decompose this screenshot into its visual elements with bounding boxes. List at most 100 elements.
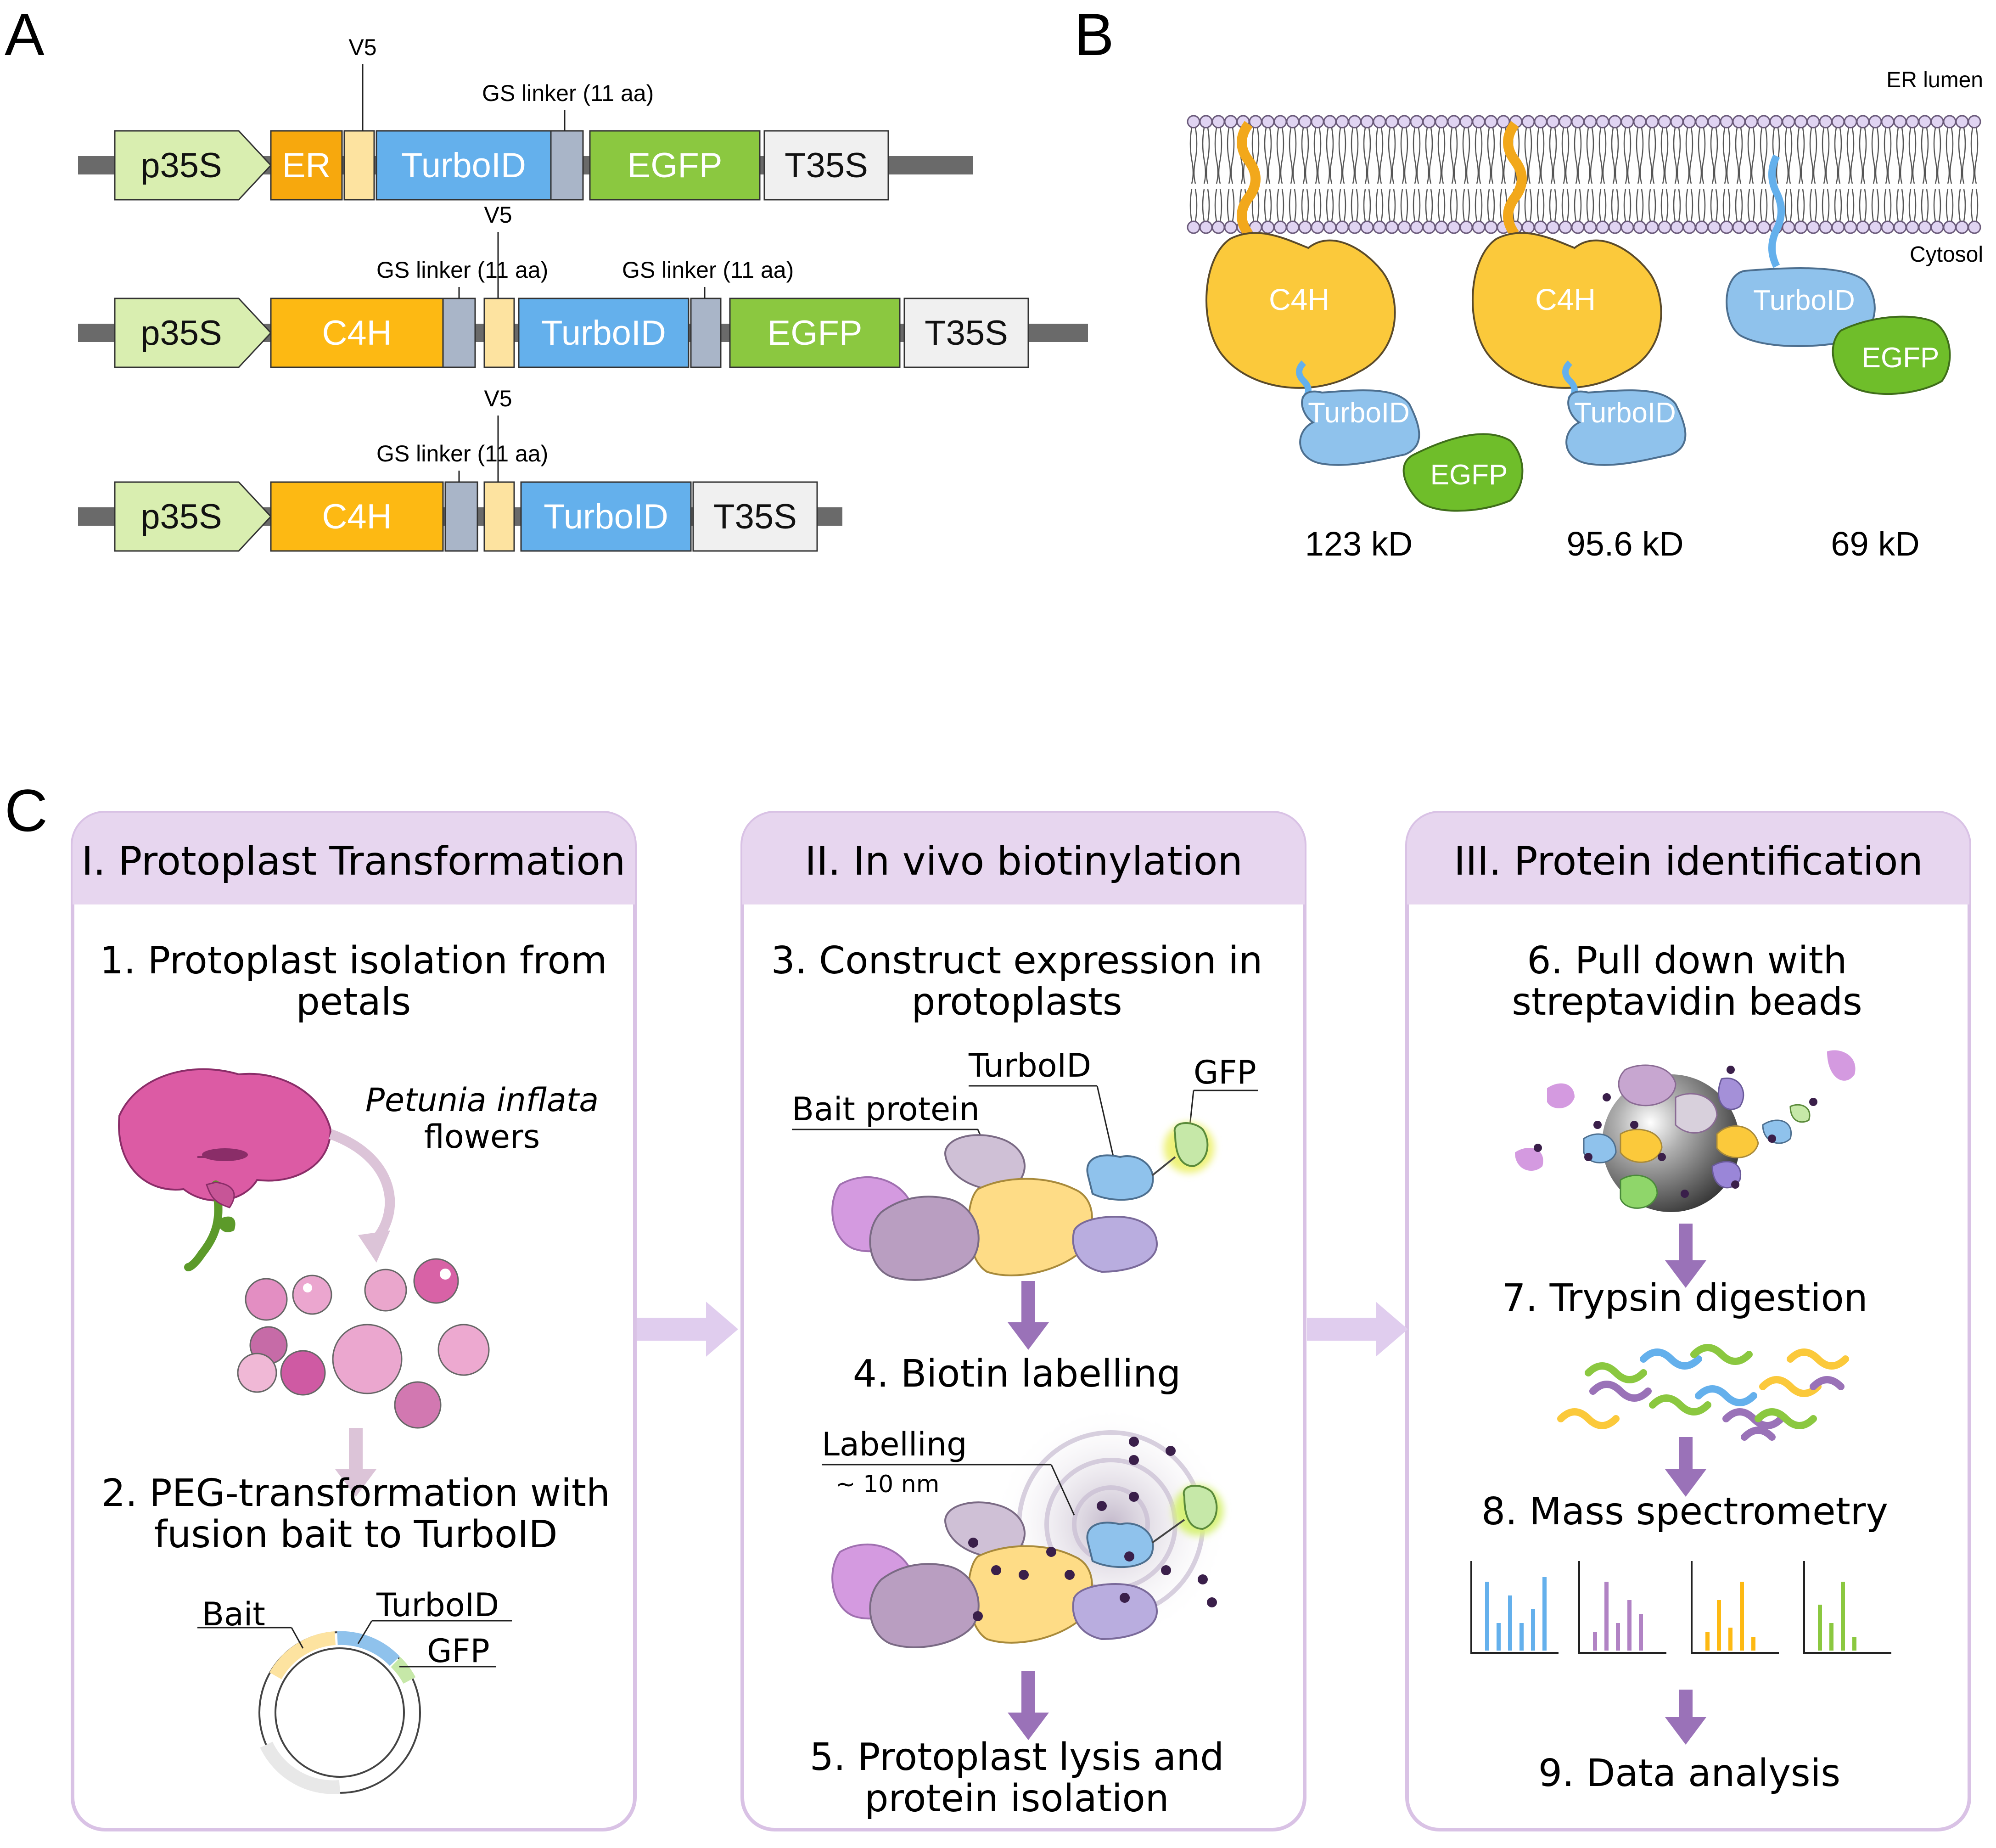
lipid-head-top [1707, 115, 1721, 129]
lipid-tail [1747, 127, 1752, 184]
lipid-head-top [1335, 115, 1349, 129]
v5-block [343, 130, 375, 201]
lipid-tail [1391, 127, 1396, 184]
lipid-tail [1528, 127, 1532, 184]
lipid-tail [1367, 127, 1371, 184]
lipid-head-top [1682, 115, 1696, 129]
lipid-tail [1809, 189, 1812, 222]
lipid-tail [1499, 127, 1504, 184]
spectrum-peak [1519, 1623, 1524, 1651]
lipid-head-top [1422, 115, 1436, 129]
label-bait-c2: Bait protein [792, 1090, 980, 1128]
annotation-label: GS linker (11 aa) [622, 257, 794, 283]
lipid-tail [1598, 127, 1603, 184]
lipid-head-top [1806, 115, 1820, 129]
complex-1 [792, 1085, 1258, 1281]
lipid-head-bottom [1707, 220, 1721, 234]
lipid-head-bottom [1559, 220, 1572, 234]
lipid-tail [1901, 189, 1904, 222]
term-label: T35S [785, 146, 868, 185]
lipid-head-bottom [1794, 220, 1808, 234]
lipid-tail [1615, 127, 1619, 184]
annotation-label: V5 [484, 386, 512, 411]
mass-label-3: 69 kD [1831, 525, 1919, 563]
lipid-tail [1453, 127, 1458, 184]
lipid-tail [1908, 127, 1913, 184]
lipid-tail [1368, 189, 1371, 222]
column-title-3: III. Protein identification [1454, 838, 1923, 884]
spectrum-peak [1705, 1632, 1710, 1651]
lipid-head-bottom [1782, 220, 1795, 234]
spectrum-peak [1728, 1628, 1732, 1651]
lipid-head-top [1224, 115, 1238, 129]
lipid-tail [1404, 127, 1408, 184]
lipid-tail [1413, 127, 1417, 184]
lipid-head-bottom [1286, 220, 1300, 234]
lipid-head-top [1447, 115, 1461, 129]
lipid-tail [1970, 189, 1974, 222]
lipid-tail [1938, 189, 1941, 222]
turbo-blob-1 [1299, 389, 1420, 466]
lipid-tail [1549, 189, 1552, 222]
egfp-label-1: EGFP [1430, 459, 1508, 491]
annotation-label: GS linker (11 aa) [376, 441, 548, 466]
promoter-label: p35S [140, 497, 222, 536]
turbo-block [520, 481, 692, 552]
step-7-8-arrow [1665, 1437, 1706, 1497]
lipid-tail [1689, 127, 1693, 184]
lipid-head-bottom [1844, 220, 1857, 234]
lipid-head-bottom [1596, 220, 1609, 234]
lipid-tail [1862, 127, 1867, 184]
egfp-block [589, 130, 761, 201]
column-title-2: II. In vivo biotinylation [805, 838, 1243, 884]
lipid-head-bottom [1695, 220, 1709, 234]
lipid-tail [1827, 189, 1830, 222]
lipid-tail [1611, 189, 1614, 222]
lipid-tail [1466, 127, 1470, 184]
lipid-tail [1305, 127, 1309, 184]
lipid-tail [1653, 189, 1656, 222]
lipid-head-bottom [1534, 220, 1547, 234]
lipid-head-top [1583, 115, 1597, 129]
lipid-tail [1437, 189, 1441, 222]
lipid-tail [1313, 127, 1318, 184]
lipid-head-bottom [1806, 220, 1820, 234]
lipid-head-top [1472, 115, 1486, 129]
protein-turbo-egfp: TurboID EGFP 69 kD [1726, 154, 1951, 563]
step-4-text: 4. Biotin labelling [853, 1352, 1181, 1396]
spectrum-peak [1508, 1595, 1512, 1651]
lipid-tail [1797, 127, 1801, 184]
step-1-line-1: 1. Protoplast isolation from [100, 939, 607, 983]
lipid-head-bottom [1968, 220, 1981, 234]
lipid-tail [1760, 127, 1764, 184]
lipid-tail [1441, 127, 1446, 184]
lipid-tail [1318, 189, 1322, 222]
lipid-tail [1529, 189, 1532, 222]
lipid-tail [1921, 189, 1924, 222]
lipid-head-bottom [1360, 220, 1374, 234]
lipid-head-top [1311, 115, 1324, 129]
lipid-tail [1722, 127, 1727, 184]
lipid-tail [1363, 127, 1368, 184]
lipid-tail [1946, 127, 1950, 184]
turbo-blob-2 [1565, 389, 1687, 466]
lipid-tail [1301, 127, 1306, 184]
lipid-head-top [1261, 115, 1275, 129]
lipid-tail [1343, 189, 1346, 222]
lipid-tail [1294, 189, 1297, 222]
lipid-tail [1884, 127, 1888, 184]
step-3-line-1: 3. Construct expression in [771, 939, 1263, 983]
lipid-tail [1561, 127, 1566, 184]
lipid-tail [1194, 189, 1198, 222]
lipid-tail [1276, 189, 1279, 222]
anchor-helix-3 [1768, 154, 1785, 268]
lipid-tail [1356, 189, 1359, 222]
lipid-head-top [1435, 115, 1448, 129]
lipid-tail [1784, 127, 1789, 184]
lipid-tail [1487, 189, 1490, 222]
complex-2 [822, 1405, 1230, 1648]
turbo-label-1: TurboID [1308, 397, 1410, 429]
spectrum-axes [1470, 1561, 1559, 1654]
lipid-tail [1591, 189, 1594, 222]
